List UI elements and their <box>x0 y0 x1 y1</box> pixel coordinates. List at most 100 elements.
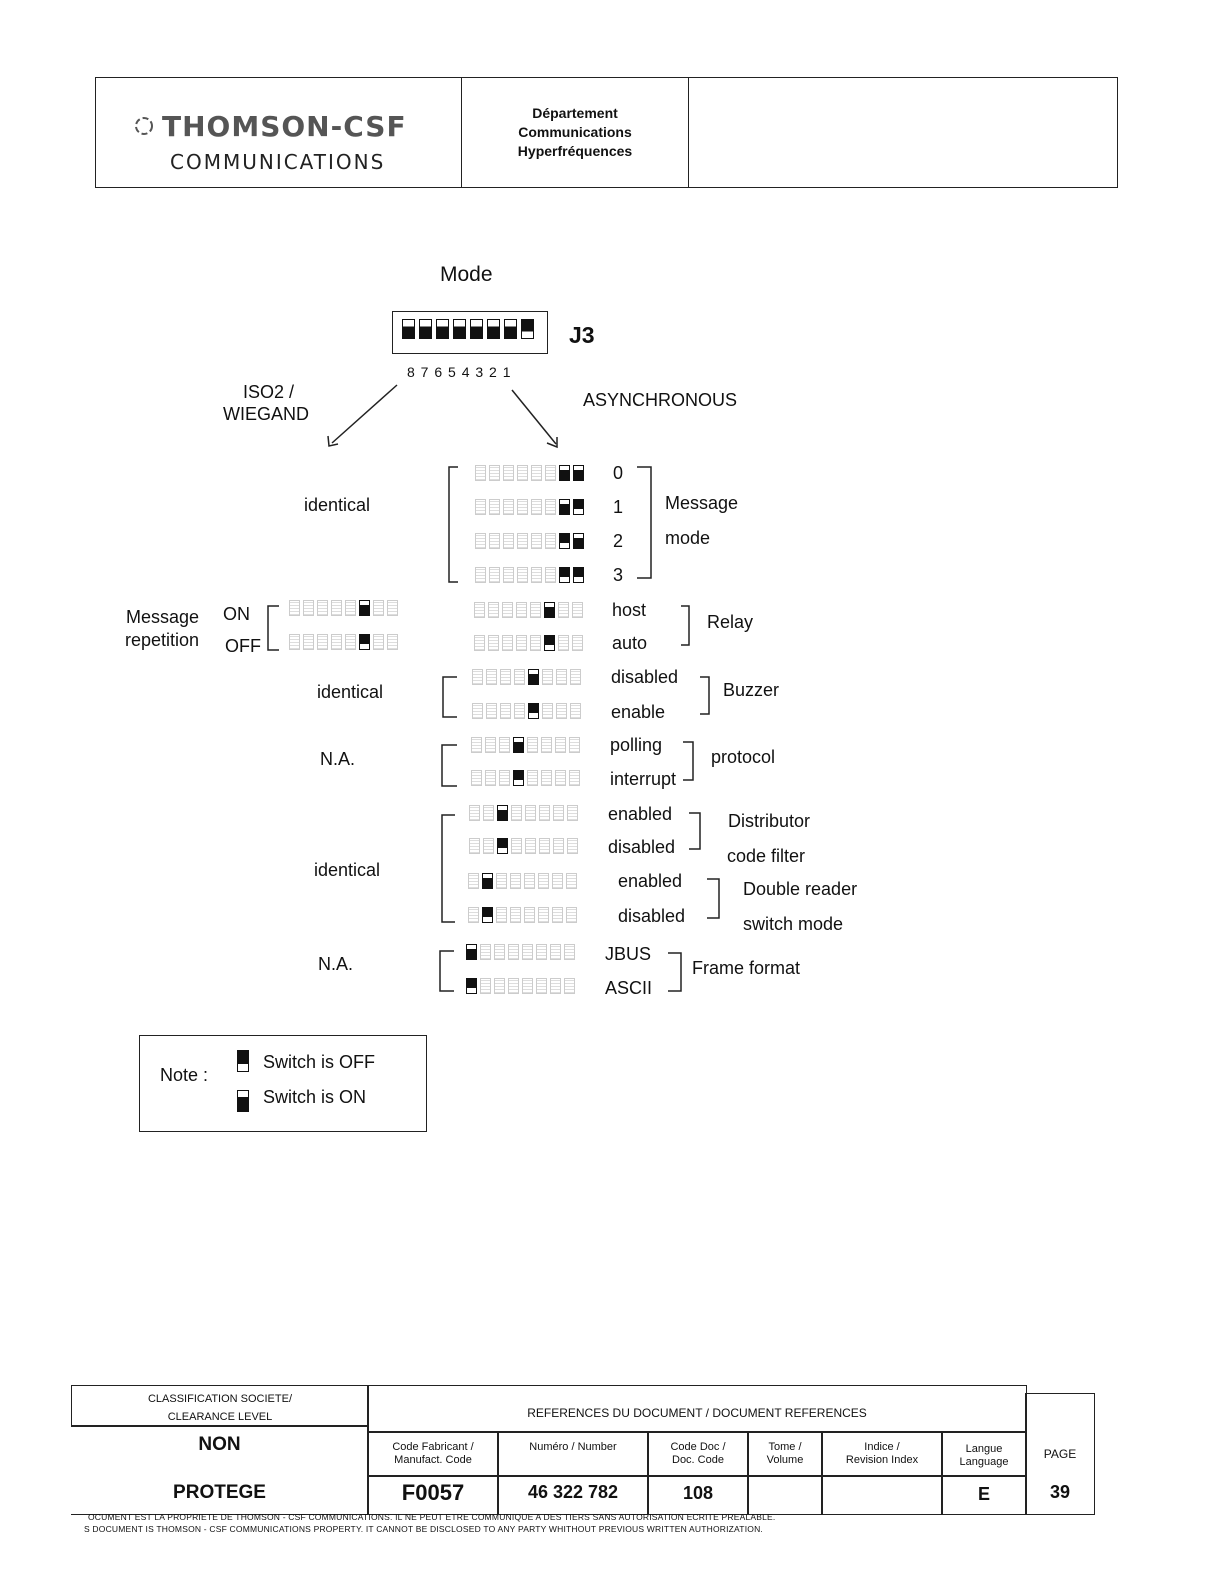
col-doc: Code Doc / Doc. Code <box>647 1431 749 1477</box>
col-label: Indice / <box>864 1441 900 1453</box>
dip-row-frame-jbus <box>466 944 575 960</box>
dip-switch <box>359 600 370 616</box>
distributor-disabled-label: disabled <box>608 837 676 857</box>
dip-switch <box>480 978 491 994</box>
val-number-cell: 46 322 782 <box>497 1475 649 1515</box>
dip-switch <box>496 873 507 889</box>
dip-switch <box>556 703 567 719</box>
dip-switch <box>514 703 525 719</box>
dip-switch <box>303 634 314 650</box>
relay-host-label: host <box>612 600 647 620</box>
dip-switch <box>572 602 583 618</box>
page-cell: PAGE 39 <box>1025 1393 1095 1515</box>
col-indice: Indice / Revision Index <box>821 1431 943 1477</box>
references-header-cell: REFERENCES DU DOCUMENT / DOCUMENT REFERE… <box>367 1385 1027 1433</box>
dip-switch <box>466 944 477 960</box>
dip-row-frame-ascii <box>466 978 575 994</box>
repetition-on-label: ON <box>223 604 250 624</box>
dip-switch <box>289 634 300 650</box>
logo-company-name: THOMSON-CSF <box>162 110 407 143</box>
switch-off-icon <box>237 1050 249 1072</box>
dip-switch <box>539 805 550 821</box>
double-reader-enabled-label: enabled <box>618 871 683 891</box>
classification-value: NON <box>198 1434 241 1455</box>
dip-switch <box>545 567 556 583</box>
dip-switch <box>496 907 507 923</box>
department-line: Communications <box>518 124 632 140</box>
note-on-text: Switch is ON <box>263 1087 367 1107</box>
dip-switch <box>522 944 533 960</box>
col-label: Code Fabricant / <box>392 1441 474 1453</box>
classification-label-cell: CLASSIFICATION SOCIETE/ CLEARANCE LEVEL <box>71 1385 369 1427</box>
dip-switch <box>489 567 500 583</box>
dip-switch <box>550 944 561 960</box>
repetition-label: repetition <box>125 630 200 650</box>
dip-switch <box>469 805 480 821</box>
dip-switch <box>521 319 534 339</box>
dip-switch <box>514 669 525 685</box>
dip-switch <box>511 805 522 821</box>
dip-switch <box>475 533 486 549</box>
dip-switch <box>471 770 482 786</box>
dip-row-double-reader-enabled <box>468 873 577 889</box>
dip-switch <box>572 635 583 651</box>
department-line: Hyperfréquences <box>517 143 633 159</box>
dip-switch <box>524 907 535 923</box>
dip-switch <box>483 805 494 821</box>
dip-switch <box>500 703 511 719</box>
mode-value-3: 3 <box>613 565 624 585</box>
val-indice-cell <box>821 1475 943 1515</box>
double-reader-disabled-label: disabled <box>618 906 686 926</box>
dip-switch <box>559 533 570 549</box>
dip-switch <box>474 602 485 618</box>
dip-switch <box>510 907 521 923</box>
dip-switch <box>517 533 528 549</box>
dip-row-mode-1 <box>475 499 584 515</box>
relay-auto-label: auto <box>612 633 648 653</box>
col-number: Numéro / Number <box>497 1431 649 1477</box>
dip-switch <box>517 499 528 515</box>
dip-row-mode-0 <box>475 465 584 481</box>
dip-switch <box>545 533 556 549</box>
dip-row-distributor-disabled <box>469 838 578 854</box>
mode-value-2: 2 <box>613 531 624 551</box>
dip-switch <box>487 319 500 339</box>
document-header: THOMSON-CSF COMMUNICATIONS Département C… <box>95 77 1118 188</box>
wiegand-label: WIEGAND <box>223 404 310 424</box>
dip-switch <box>553 838 564 854</box>
dip-switch <box>485 737 496 753</box>
double-reader-label: switch mode <box>743 914 844 934</box>
manufact-code: F0057 <box>401 1480 465 1505</box>
col-label: Code Doc / <box>670 1441 726 1453</box>
distributor-label: Distributor <box>728 811 811 831</box>
classification-value-cell: NON PROTEGE <box>71 1425 369 1515</box>
dip-switch <box>559 567 570 583</box>
dip-switch <box>511 838 522 854</box>
dip-switch <box>453 319 466 339</box>
iso2-label: ISO2 / <box>243 382 295 402</box>
col-label: Numéro / Number <box>529 1441 617 1453</box>
dip-switch <box>469 838 480 854</box>
dip-row-relay-host <box>474 602 583 618</box>
frame-format-label: Frame format <box>692 958 801 978</box>
dip-row-mode-2 <box>475 533 584 549</box>
dip-switch <box>525 805 536 821</box>
mode-value-1: 1 <box>613 497 624 517</box>
message-mode-label: mode <box>665 528 711 548</box>
mode-title: Mode <box>440 263 493 286</box>
dip-switch <box>531 499 542 515</box>
dip-switch <box>359 634 370 650</box>
dip-switch <box>541 737 552 753</box>
dip-switch <box>471 737 482 753</box>
dip-switch <box>489 465 500 481</box>
dip-switch <box>517 465 528 481</box>
double-reader-label: Double reader <box>743 879 858 899</box>
dip-switch <box>482 907 493 923</box>
j3-switch-block <box>392 311 548 354</box>
dip-switch <box>531 465 542 481</box>
identical-label: identical <box>317 682 384 702</box>
dip-switch <box>373 600 384 616</box>
protocol-label: protocol <box>711 747 776 767</box>
dip-switch <box>528 703 539 719</box>
